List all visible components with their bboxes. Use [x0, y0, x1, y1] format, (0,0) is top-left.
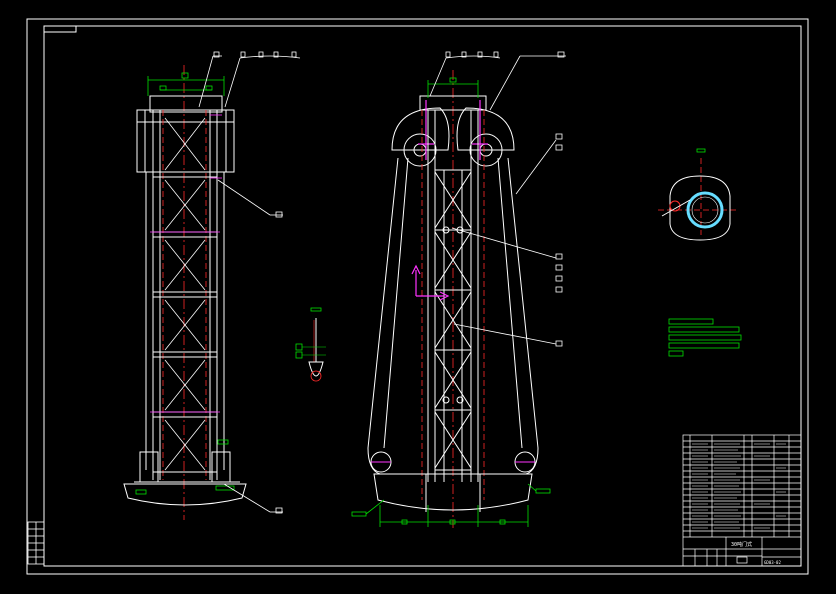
corner-tab	[43, 25, 77, 33]
front-elevation-view	[351, 51, 566, 528]
outer-border	[26, 18, 809, 575]
callouts-left	[198, 51, 301, 514]
bottom-pontoon	[123, 451, 247, 506]
inner-border	[43, 25, 802, 567]
hook-detail	[295, 307, 326, 382]
direction-arrow	[411, 264, 450, 301]
pipe-section	[686, 191, 724, 229]
bottom-dimensions	[351, 483, 551, 527]
mast-diagonals	[164, 117, 206, 471]
title-block	[682, 434, 802, 567]
top-head-frame	[136, 109, 235, 173]
tech-notes-block	[668, 318, 742, 357]
side-elevation-view	[123, 51, 301, 520]
lattice-mast	[145, 110, 225, 480]
top-dimension	[147, 72, 225, 96]
tapered-legs	[367, 157, 539, 475]
sheet-border	[26, 18, 809, 575]
callouts-center	[429, 51, 566, 347]
section-detail	[658, 148, 736, 241]
title-block-fill-lines	[692, 443, 786, 529]
title-block-caption: 30吨门式	[731, 541, 752, 548]
side-stamp-table	[27, 521, 45, 565]
title-block-drawing-no: GD03-02	[764, 560, 781, 565]
